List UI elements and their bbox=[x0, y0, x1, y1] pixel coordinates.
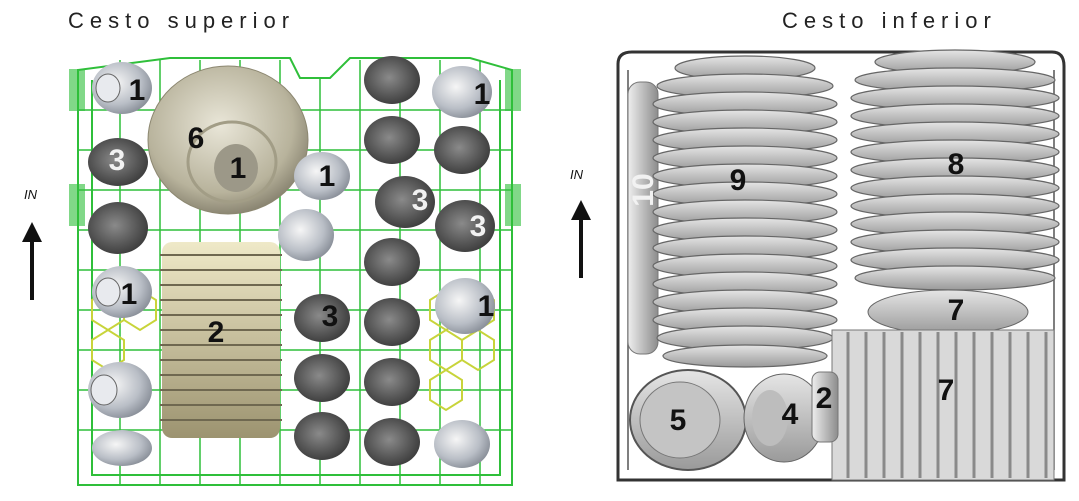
glass bbox=[435, 200, 495, 252]
lower-label: 4 bbox=[782, 398, 799, 431]
arrow-head-icon bbox=[571, 200, 591, 220]
small-plate bbox=[811, 371, 839, 443]
bowl-base bbox=[752, 390, 788, 446]
arrow-head-icon bbox=[22, 222, 42, 242]
lower-label: 7 bbox=[938, 374, 955, 407]
large-bowl bbox=[147, 65, 309, 215]
glass bbox=[88, 202, 148, 254]
direction-label: IN bbox=[570, 167, 584, 182]
upper-label: 1 bbox=[319, 160, 336, 193]
lower-label: 7 bbox=[948, 294, 965, 327]
lower-rack-wire bbox=[616, 50, 1066, 482]
lower-basket-title: Cesto inferior bbox=[782, 8, 997, 33]
cup-rim bbox=[95, 73, 121, 103]
large-tray bbox=[627, 81, 659, 355]
upper-label: 1 bbox=[121, 278, 138, 311]
cup bbox=[294, 152, 350, 200]
upper-label: 3 bbox=[322, 300, 339, 333]
upper-label: 1 bbox=[478, 290, 495, 323]
cup bbox=[434, 420, 490, 468]
vertical-plates bbox=[831, 329, 1055, 481]
cup-rim bbox=[95, 277, 121, 307]
glass bbox=[294, 354, 350, 402]
lower-label: 2 bbox=[816, 382, 833, 415]
lower-label: 8 bbox=[948, 148, 965, 181]
upper-label: 6 bbox=[188, 122, 205, 155]
cup bbox=[92, 430, 152, 466]
glass bbox=[294, 412, 350, 460]
lower-label: 5 bbox=[670, 404, 687, 437]
direction-indicator-lower: IN bbox=[570, 167, 591, 278]
vertical-plates-body bbox=[831, 329, 1055, 481]
upper-basket-title: Cesto superior bbox=[68, 8, 296, 33]
upper-label: 1 bbox=[129, 74, 146, 107]
dinner-plate-stack-right bbox=[850, 49, 1060, 291]
lower-label: 9 bbox=[730, 164, 747, 197]
lower-basket: 10 9 8 7 7 5 4 2 bbox=[616, 49, 1066, 482]
glass bbox=[364, 298, 420, 346]
dinner-plate-stack-left bbox=[652, 55, 838, 368]
glass bbox=[364, 116, 420, 164]
direction-label: IN bbox=[24, 187, 38, 202]
cup-rim bbox=[90, 374, 118, 406]
glass bbox=[364, 238, 420, 286]
direction-indicator-upper: IN bbox=[22, 187, 42, 300]
glass bbox=[364, 358, 420, 406]
glass bbox=[88, 138, 148, 186]
dessert-plate-stack bbox=[160, 242, 282, 438]
small-cup-in-bowl bbox=[214, 144, 258, 192]
pot-bottom bbox=[639, 381, 721, 459]
lower-label: 10 bbox=[627, 173, 660, 206]
upper-label: 1 bbox=[230, 152, 247, 185]
upper-label: 3 bbox=[109, 144, 126, 177]
cup bbox=[435, 278, 495, 334]
upper-label: 3 bbox=[412, 184, 429, 217]
cup bbox=[432, 66, 492, 118]
glass bbox=[364, 56, 420, 104]
upper-label: 3 bbox=[470, 210, 487, 243]
upper-label: 1 bbox=[474, 78, 491, 111]
upper-label: 2 bbox=[208, 316, 225, 349]
glass bbox=[375, 176, 435, 228]
glass bbox=[294, 294, 350, 342]
bowl-inner-ring bbox=[186, 120, 278, 204]
glass bbox=[434, 126, 490, 174]
upper-basket: 1 3 6 1 1 1 2 3 1 3 3 1 bbox=[69, 56, 521, 486]
glass bbox=[364, 418, 420, 466]
cup bbox=[278, 209, 334, 261]
